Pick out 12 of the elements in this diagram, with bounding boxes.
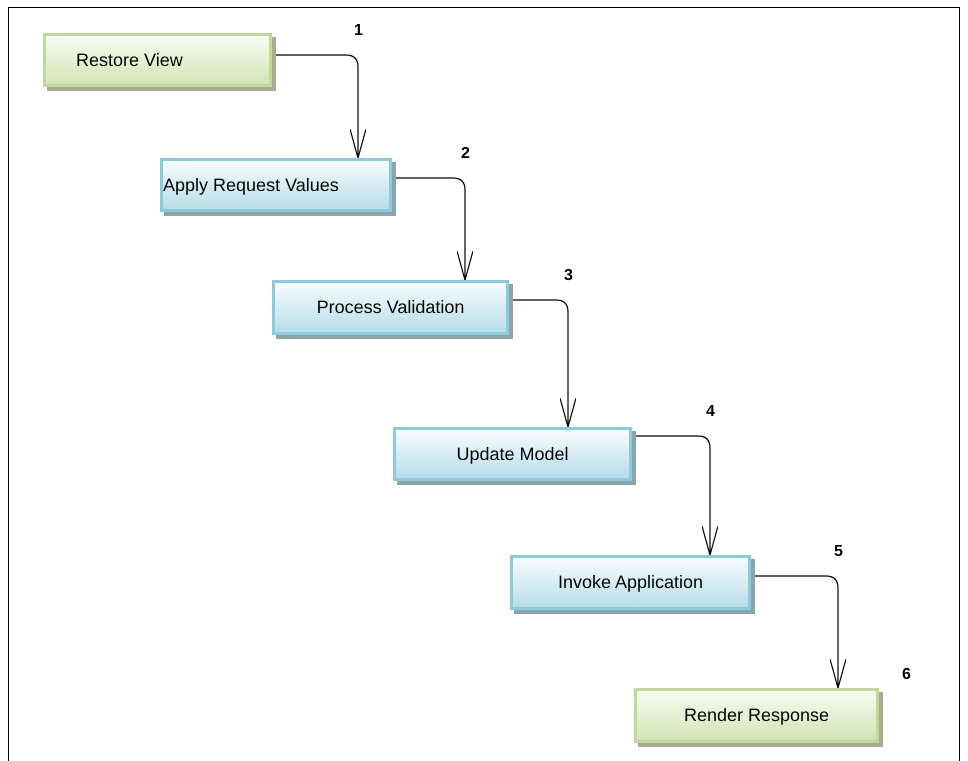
box-label: Render Response xyxy=(684,705,830,726)
step-number: 3 xyxy=(564,267,573,285)
box-label: Restore View xyxy=(76,50,183,70)
box-label: Update Model xyxy=(456,444,569,464)
box-label: Process Validation xyxy=(316,297,464,318)
box-label: Invoke Application xyxy=(558,572,704,593)
step-number: 5 xyxy=(834,543,843,561)
step-number: 1 xyxy=(354,22,363,40)
step-number: 6 xyxy=(902,666,911,684)
step-number: 4 xyxy=(706,403,715,421)
box-label: Apply Request Values xyxy=(163,174,339,196)
step-number: 2 xyxy=(461,145,470,163)
